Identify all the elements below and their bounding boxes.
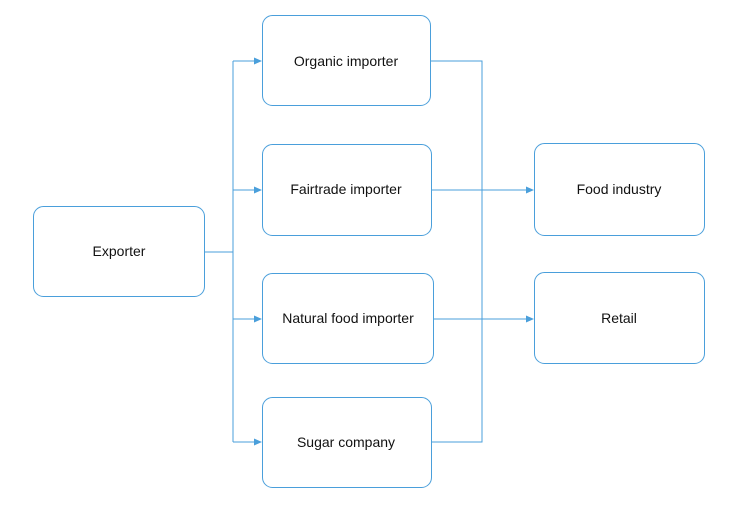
node-exporter: Exporter — [33, 206, 205, 297]
node-organic-importer: Organic importer — [262, 15, 431, 106]
node-sugar-company-label: Sugar company — [297, 434, 395, 450]
node-retail-label: Retail — [601, 310, 637, 326]
arrowhead-natural-food-importer — [254, 315, 262, 323]
node-exporter-label: Exporter — [93, 243, 146, 259]
node-organic-importer-label: Organic importer — [294, 53, 399, 69]
arrowhead-retail — [526, 315, 534, 323]
node-sugar-company: Sugar company — [262, 397, 432, 488]
node-food-industry: Food industry — [534, 143, 705, 236]
edge-sugar-right — [431, 190, 483, 443]
edges-importers-to-markets — [430, 60, 534, 443]
node-fairtrade-importer-label: Fairtrade importer — [290, 181, 402, 197]
node-food-industry-label: Food industry — [577, 181, 662, 197]
node-fairtrade-importer: Fairtrade importer — [262, 144, 432, 236]
arrowhead-organic-importer — [254, 57, 262, 65]
arrowhead-sugar-company — [254, 438, 262, 446]
edges-exporter-to-importers — [205, 57, 262, 446]
arrowhead-food-industry — [526, 186, 534, 194]
edge-organic-right — [430, 60, 483, 190]
node-natural-food-importer: Natural food importer — [262, 273, 434, 364]
node-natural-food-importer-label: Natural food importer — [282, 310, 414, 326]
arrowhead-fairtrade-importer — [254, 186, 262, 194]
node-retail: Retail — [534, 272, 705, 364]
